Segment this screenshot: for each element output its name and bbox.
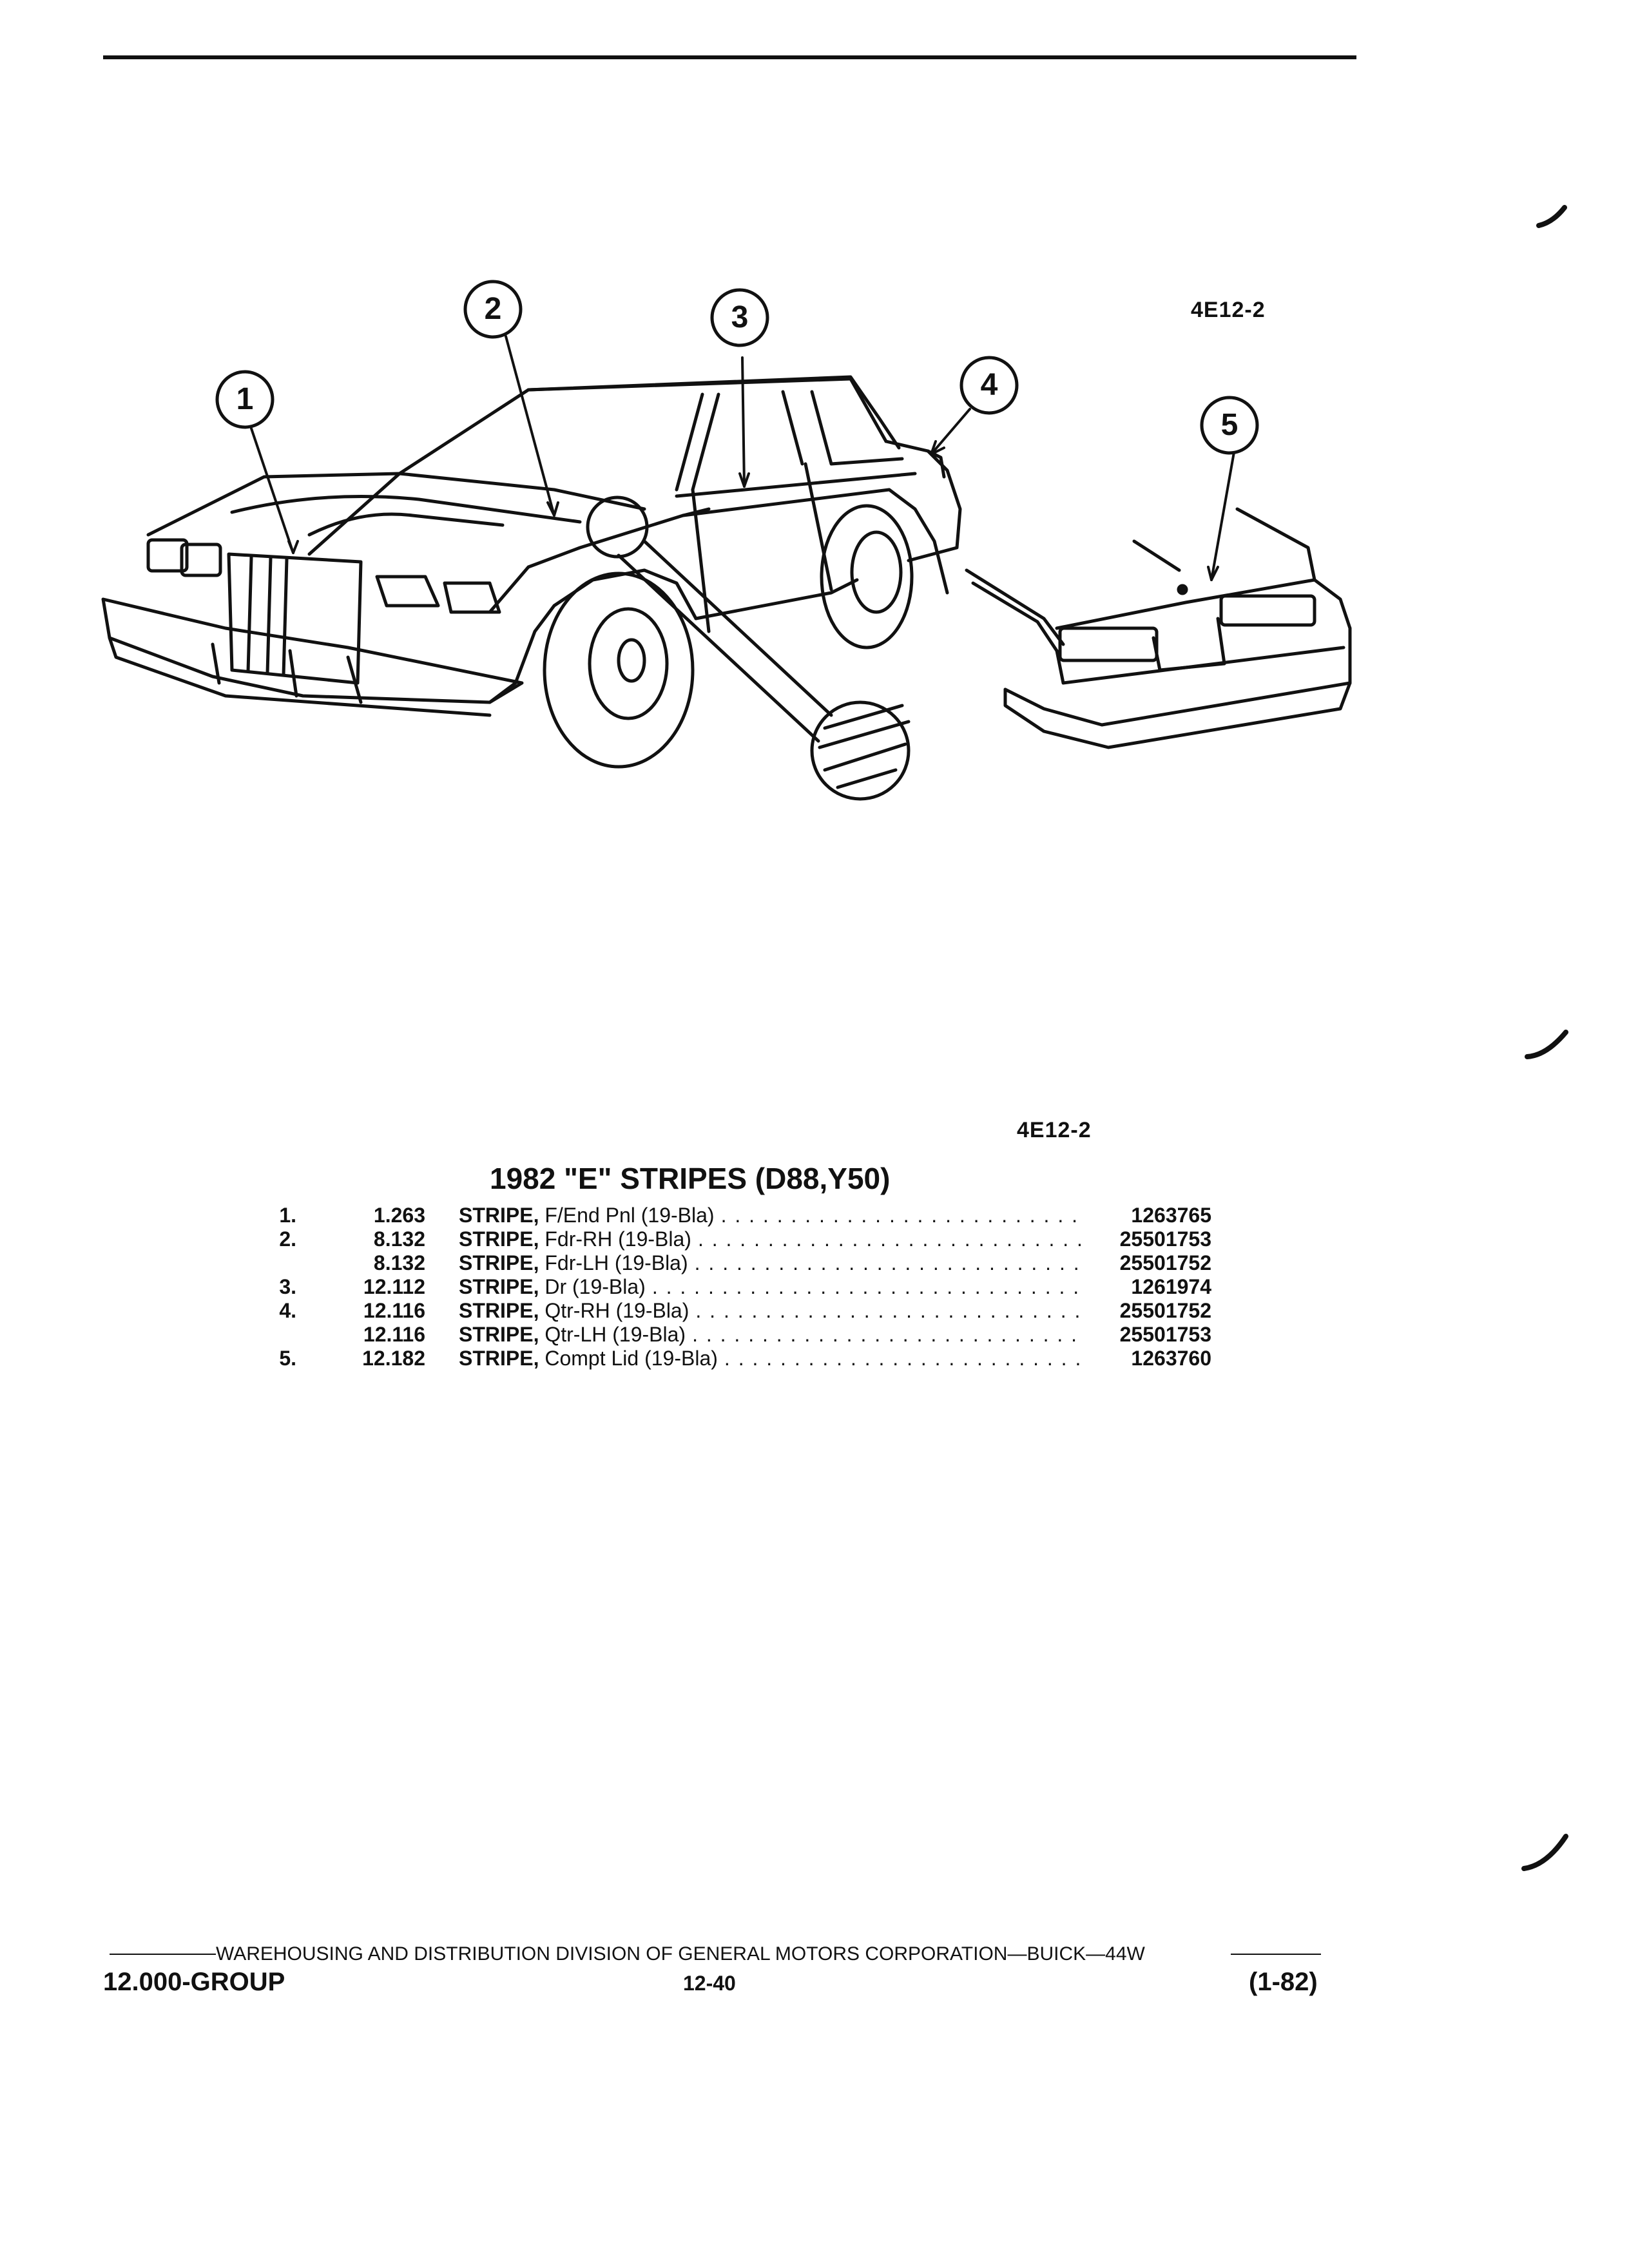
part-description: STRIPE, Fdr-LH (19-Bla) . . . . . . . . .… bbox=[425, 1251, 1083, 1275]
item-number: 4. bbox=[279, 1299, 296, 1322]
part-description: STRIPE, Fdr-RH (19-Bla). . . . . . . . .… bbox=[425, 1227, 1083, 1251]
part-keyword: STRIPE, bbox=[459, 1204, 539, 1227]
leader-dots: . . . . . . . . . . . . . . . . . . . . … bbox=[651, 1275, 1083, 1298]
group-number: 12.116 bbox=[363, 1299, 425, 1322]
group-number: 12.182 bbox=[362, 1347, 425, 1370]
figure-code-top: 4E12-2 bbox=[1191, 298, 1266, 322]
parts-row: 3. 12.112 STRIPE, Dr (19-Bla). . . . . .… bbox=[258, 1275, 1211, 1299]
group-number: 12.116 bbox=[363, 1323, 425, 1346]
part-keyword: STRIPE, bbox=[459, 1275, 539, 1298]
part-desc-text: Fdr-LH (19-Bla) bbox=[545, 1251, 688, 1274]
group-number: 8.132 bbox=[373, 1227, 425, 1251]
leader-dots: . . . . . . . . . . . . . . . . . . . . … bbox=[697, 1227, 1083, 1251]
footer-rule-left bbox=[110, 1954, 216, 1955]
part-keyword: STRIPE, bbox=[459, 1251, 539, 1274]
leader-dots: . . . . . . . . . . . . . . . . . . . . … bbox=[692, 1323, 1083, 1346]
part-desc-text: Dr (19-Bla) bbox=[545, 1275, 646, 1298]
part-keyword: STRIPE, bbox=[459, 1227, 539, 1251]
footer-date: (1-82) bbox=[1249, 1968, 1318, 1996]
section-title: 1982 "E" STRIPES (D88,Y50) bbox=[490, 1162, 891, 1195]
leader-dots: . . . . . . . . . . . . . . . . . . . . … bbox=[720, 1204, 1083, 1227]
part-description: STRIPE, F/End Pnl (19-Bla). . . . . . . … bbox=[425, 1204, 1083, 1227]
part-number: 25501753 bbox=[1119, 1323, 1211, 1346]
leader-dots: . . . . . . . . . . . . . . . . . . . . … bbox=[695, 1299, 1083, 1322]
callout-4: 4 bbox=[980, 368, 998, 402]
part-description: STRIPE, Qtr-RH (19-Bla) . . . . . . . . .… bbox=[425, 1299, 1083, 1323]
part-number: 1263760 bbox=[1131, 1347, 1211, 1370]
part-keyword: STRIPE, bbox=[459, 1299, 539, 1322]
part-desc-text: Qtr-RH (19-Bla) bbox=[545, 1299, 689, 1322]
part-number: 25501753 bbox=[1119, 1227, 1211, 1251]
car-stripe-illustration bbox=[101, 205, 1567, 801]
part-description: STRIPE, Dr (19-Bla). . . . . . . . . . .… bbox=[425, 1275, 1083, 1299]
car-rear-view bbox=[965, 507, 1352, 749]
callout-1: 1 bbox=[236, 382, 254, 416]
parts-row: 8.132 STRIPE, Fdr-LH (19-Bla) . . . . . .… bbox=[258, 1251, 1211, 1275]
part-description: STRIPE, Compt Lid (19-Bla) . . . . . . . … bbox=[425, 1347, 1083, 1370]
item-number bbox=[258, 1251, 296, 1275]
part-desc-text: Qtr-LH (19-Bla) bbox=[545, 1323, 686, 1346]
group-number: 8.132 bbox=[373, 1251, 425, 1274]
part-number: 1263765 bbox=[1131, 1204, 1211, 1227]
parts-row: 4. 12.116 STRIPE, Qtr-RH (19-Bla) . . . .… bbox=[258, 1299, 1211, 1323]
item-number: 2. bbox=[279, 1227, 296, 1251]
part-keyword: STRIPE, bbox=[459, 1323, 539, 1346]
parts-row: 2. 8.132 STRIPE, Fdr-RH (19-Bla). . . . … bbox=[258, 1227, 1211, 1251]
item-number: 1. bbox=[279, 1204, 296, 1227]
part-number: 1261974 bbox=[1131, 1275, 1211, 1298]
parts-row: 12.116 STRIPE, Qtr-LH (19-Bla) . . . . . … bbox=[258, 1323, 1211, 1347]
part-desc-text: Fdr-RH (19-Bla) bbox=[545, 1227, 691, 1251]
footer-page-number: 12-40 bbox=[683, 1972, 736, 1995]
part-description: STRIPE, Qtr-LH (19-Bla) . . . . . . . . .… bbox=[425, 1323, 1083, 1347]
callout-3: 3 bbox=[731, 300, 749, 334]
group-number: 1.263 bbox=[373, 1204, 425, 1227]
callout-leaders bbox=[250, 335, 1235, 581]
item-number: 3. bbox=[279, 1275, 296, 1298]
callout-circles bbox=[215, 280, 1259, 455]
part-number: 25501752 bbox=[1119, 1299, 1211, 1322]
footer-rule-right bbox=[1231, 1954, 1321, 1955]
leader-dots: . . . . . . . . . . . . . . . . . . . . … bbox=[724, 1347, 1083, 1370]
part-desc-text: Compt Lid (19-Bla) bbox=[545, 1347, 718, 1370]
figure-code-bottom: 4E12-2 bbox=[1017, 1118, 1092, 1142]
leader-dots: . . . . . . . . . . . . . . . . . . . . … bbox=[694, 1251, 1083, 1274]
car-front-view bbox=[101, 375, 962, 769]
group-number: 12.112 bbox=[363, 1275, 425, 1298]
stripe-detail-magnifier bbox=[586, 495, 911, 801]
parts-list: 1. 1.263 STRIPE, F/End Pnl (19-Bla). . .… bbox=[258, 1204, 1211, 1370]
top-rule bbox=[103, 55, 1356, 59]
footer-division-text: WAREHOUSING AND DISTRIBUTION DIVISION OF… bbox=[216, 1943, 1145, 1965]
binding-mark-middle bbox=[1525, 1030, 1568, 1059]
item-number: 5. bbox=[279, 1347, 296, 1370]
part-desc-text: F/End Pnl (19-Bla) bbox=[545, 1204, 715, 1227]
footer-division-line: WAREHOUSING AND DISTRIBUTION DIVISION OF… bbox=[110, 1943, 1321, 1965]
item-number bbox=[258, 1323, 296, 1347]
binding-mark-top bbox=[1536, 205, 1567, 228]
binding-mark-bottom bbox=[1521, 1834, 1568, 1871]
callout-5: 5 bbox=[1220, 408, 1239, 442]
part-number: 25501752 bbox=[1119, 1251, 1211, 1274]
footer-group: 12.000-GROUP bbox=[103, 1968, 285, 1996]
part-keyword: STRIPE, bbox=[459, 1347, 539, 1370]
parts-row: 1. 1.263 STRIPE, F/End Pnl (19-Bla). . .… bbox=[258, 1204, 1211, 1227]
parts-row: 5. 12.182 STRIPE, Compt Lid (19-Bla) . . … bbox=[258, 1347, 1211, 1370]
callout-2: 2 bbox=[484, 292, 502, 326]
